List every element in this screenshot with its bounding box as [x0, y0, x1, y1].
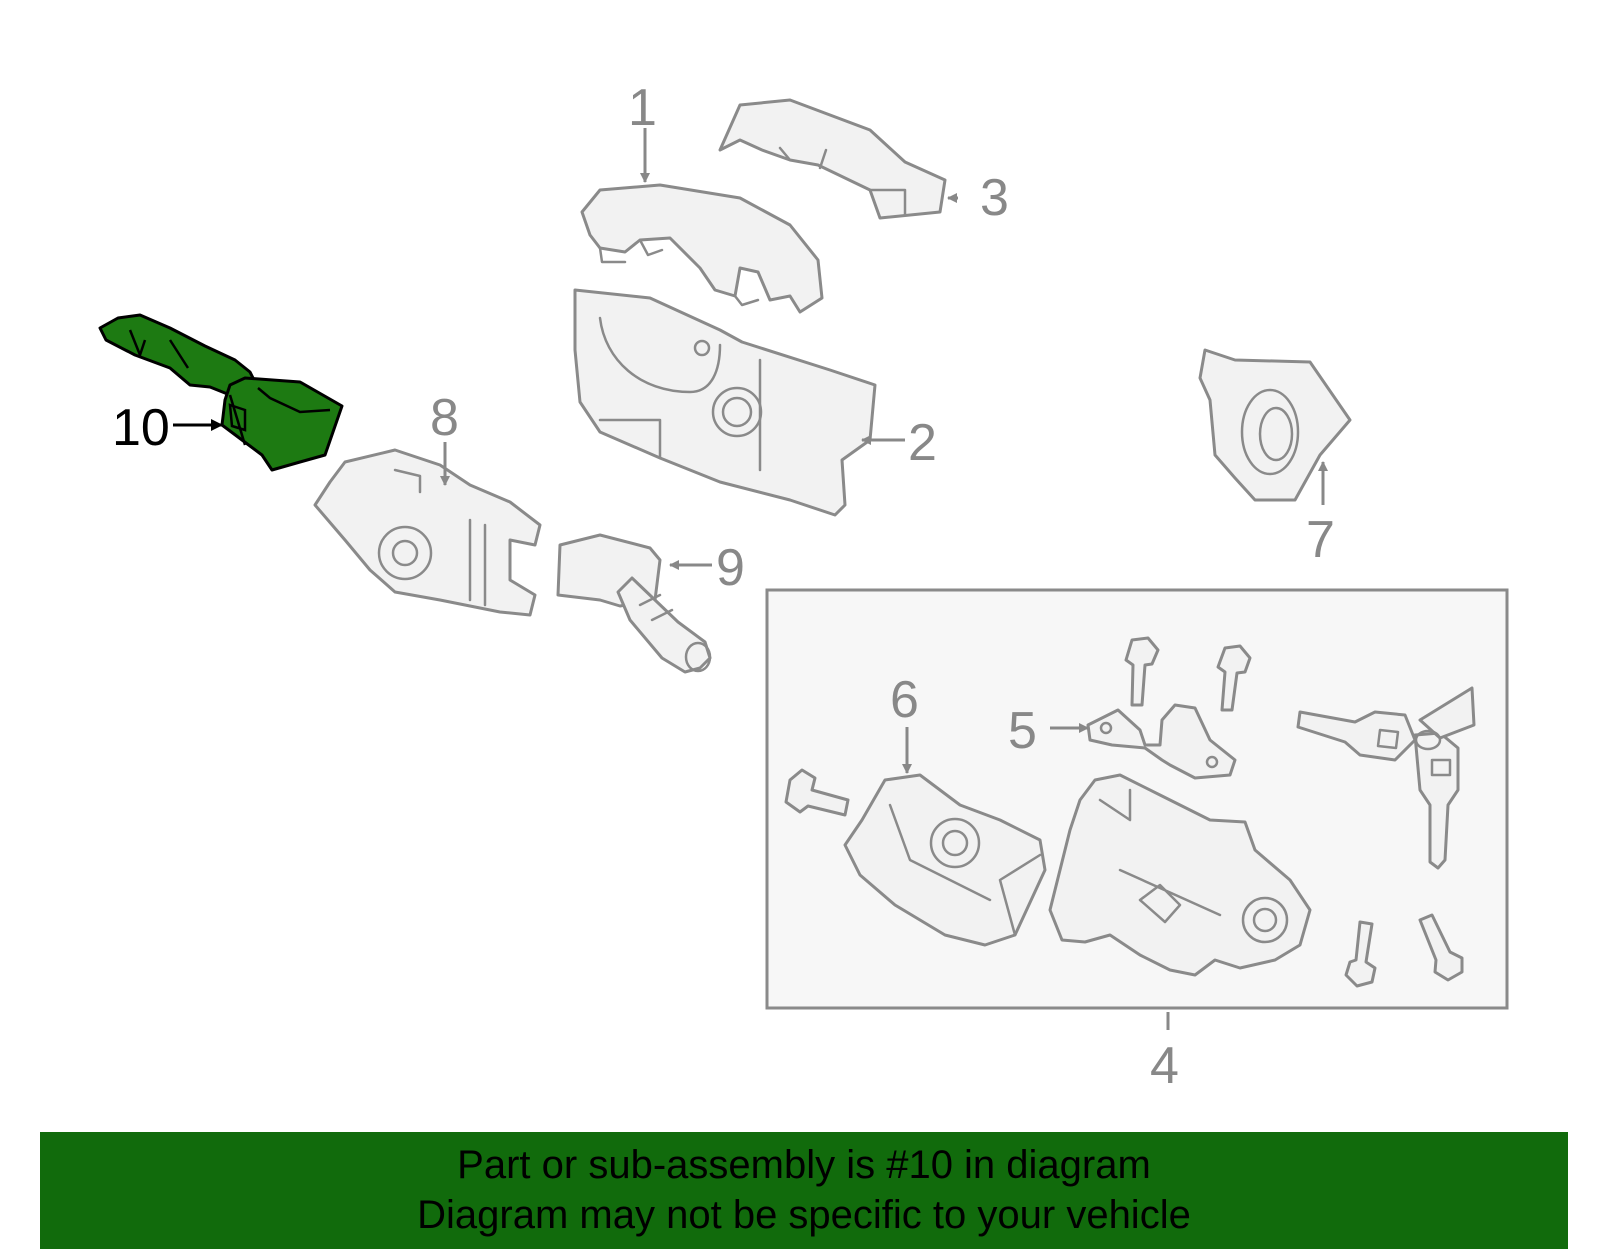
part-9-wiper-switch [556, 533, 712, 674]
callout-8: 8 [430, 389, 459, 447]
bolt-lower-left [1344, 920, 1377, 988]
banner-line-1: Part or sub-assembly is #10 in diagram [457, 1143, 1151, 1187]
callout-4: 4 [1150, 1037, 1179, 1095]
callout-2: 2 [908, 414, 937, 472]
banner-line-2: Diagram may not be specific to your vehi… [417, 1193, 1191, 1237]
part-8-switch-body [313, 448, 542, 617]
steering-lock-assembly [1048, 773, 1312, 977]
callout-9: 9 [716, 539, 745, 597]
bolt-upper-left [1124, 636, 1160, 707]
bolt-lower-right [1418, 913, 1464, 982]
bolt-upper-right [1216, 644, 1252, 712]
part-3-cover-trim [718, 98, 947, 220]
info-banner: Part or sub-assembly is #10 in diagram D… [40, 1132, 1568, 1249]
keys [1296, 686, 1476, 870]
part-2-lower-cover [573, 288, 877, 517]
part-6-key-cylinder-housing [843, 773, 1047, 947]
callout-10: 10 [112, 399, 170, 457]
part-7-ring [1198, 348, 1352, 502]
part-10-combination-switch [98, 313, 344, 472]
part-6-bolt [784, 768, 850, 817]
callouts: 1 3 2 7 8 9 6 5 4 10 [112, 79, 1335, 1095]
part-1-upper-cover [580, 183, 824, 314]
leader-lines [173, 128, 1328, 1030]
callout-5: 5 [1008, 702, 1037, 760]
callout-1: 1 [628, 79, 657, 137]
callout-6: 6 [890, 671, 919, 729]
part-5-bracket [1086, 703, 1237, 780]
callout-3: 3 [980, 169, 1009, 227]
callout-7: 7 [1306, 511, 1335, 569]
